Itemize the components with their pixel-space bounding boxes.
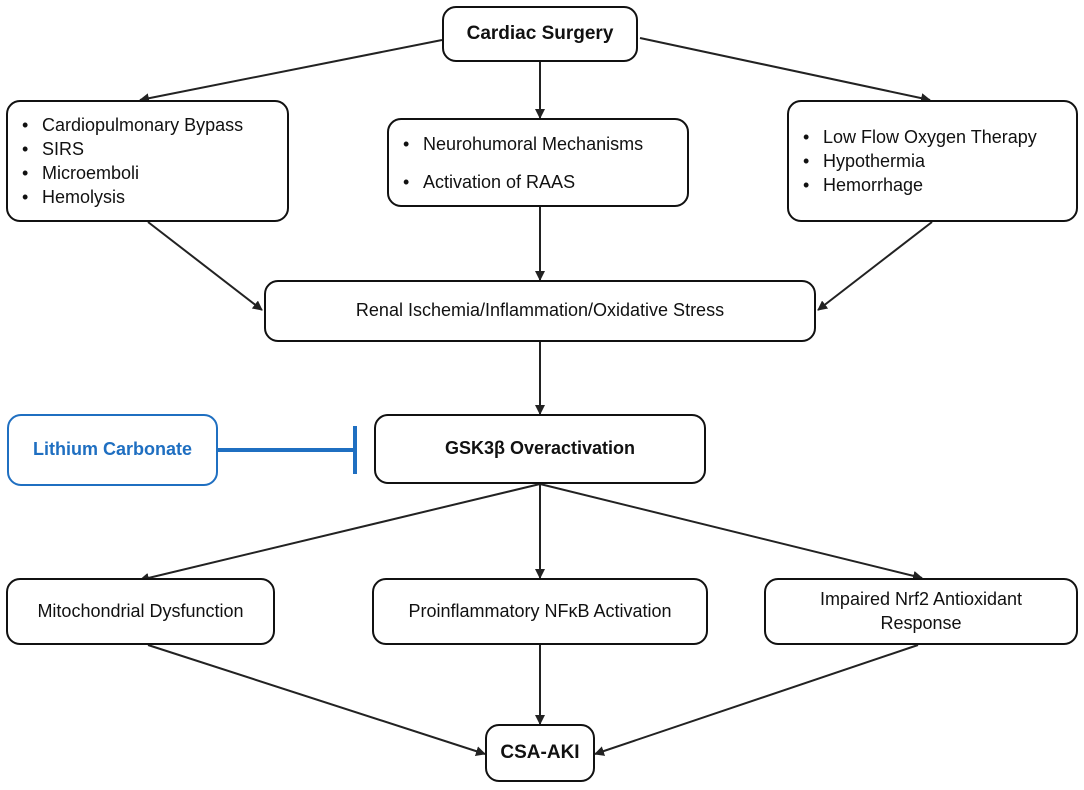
mitochondrial-dysfunction-label: Mitochondrial Dysfunction <box>37 600 244 621</box>
node-csa-aki: CSA-AKI <box>485 724 595 782</box>
arrow-left-to-renal <box>147 221 263 311</box>
lithium-carbonate-label: Lithium Carbonate <box>32 439 192 460</box>
node-cardiac-surgery: Cardiac Surgery <box>442 6 638 62</box>
cardiac-surgery-label: Cardiac Surgery <box>466 22 614 44</box>
arrow-nrf2-to-aki <box>594 644 919 756</box>
gsk3b-label: GSK3β Overactivation <box>444 438 636 459</box>
right-cause-item: Hemorrhage <box>801 173 1037 197</box>
node-nfkb-activation: Proinflammatory NFκB Activation <box>372 578 708 645</box>
arrow-gsk3b-to-nrf2 <box>539 483 923 581</box>
node-lithium-carbonate: Lithium Carbonate <box>7 414 218 486</box>
node-gsk3b: GSK3β Overactivation <box>374 414 706 484</box>
left-cause-item: Microemboli <box>20 161 243 185</box>
left-cause-item: Cardiopulmonary Bypass <box>20 113 243 137</box>
node-mitochondrial-dysfunction: Mitochondrial Dysfunction <box>6 578 275 645</box>
nfkb-activation-label: Proinflammatory NFκB Activation <box>408 600 672 621</box>
middle-cause-item: Activation of RAAS <box>401 163 643 201</box>
right-cause-item: Hypothermia <box>801 149 1037 173</box>
node-left-causes: Cardiopulmonary Bypass SIRS Microemboli … <box>6 100 289 222</box>
renal-stress-label: Renal Ischemia/Inflammation/Oxidative St… <box>355 300 725 321</box>
arrow-mito-to-aki <box>147 644 486 756</box>
node-nrf2-response: Impaired Nrf2 Antioxidant Response <box>764 578 1078 645</box>
arrow-right-to-renal <box>817 221 933 311</box>
node-renal-stress: Renal Ischemia/Inflammation/Oxidative St… <box>264 280 816 342</box>
left-cause-item: Hemolysis <box>20 185 243 209</box>
right-cause-item: Low Flow Oxygen Therapy <box>801 125 1037 149</box>
node-middle-causes: Neurohumoral Mechanisms Activation of RA… <box>387 118 689 207</box>
middle-cause-item: Neurohumoral Mechanisms <box>401 125 643 163</box>
left-cause-item: SIRS <box>20 137 243 161</box>
csa-aki-label: CSA-AKI <box>500 741 580 763</box>
arrow-gsk3b-to-mito <box>139 483 541 583</box>
node-right-causes: Low Flow Oxygen Therapy Hypothermia Hemo… <box>787 100 1078 222</box>
arrow-surgery-to-right <box>639 37 931 104</box>
nrf2-response-label: Impaired Nrf2 Antioxidant Response <box>819 589 1023 633</box>
arrow-surgery-to-left <box>139 39 443 104</box>
